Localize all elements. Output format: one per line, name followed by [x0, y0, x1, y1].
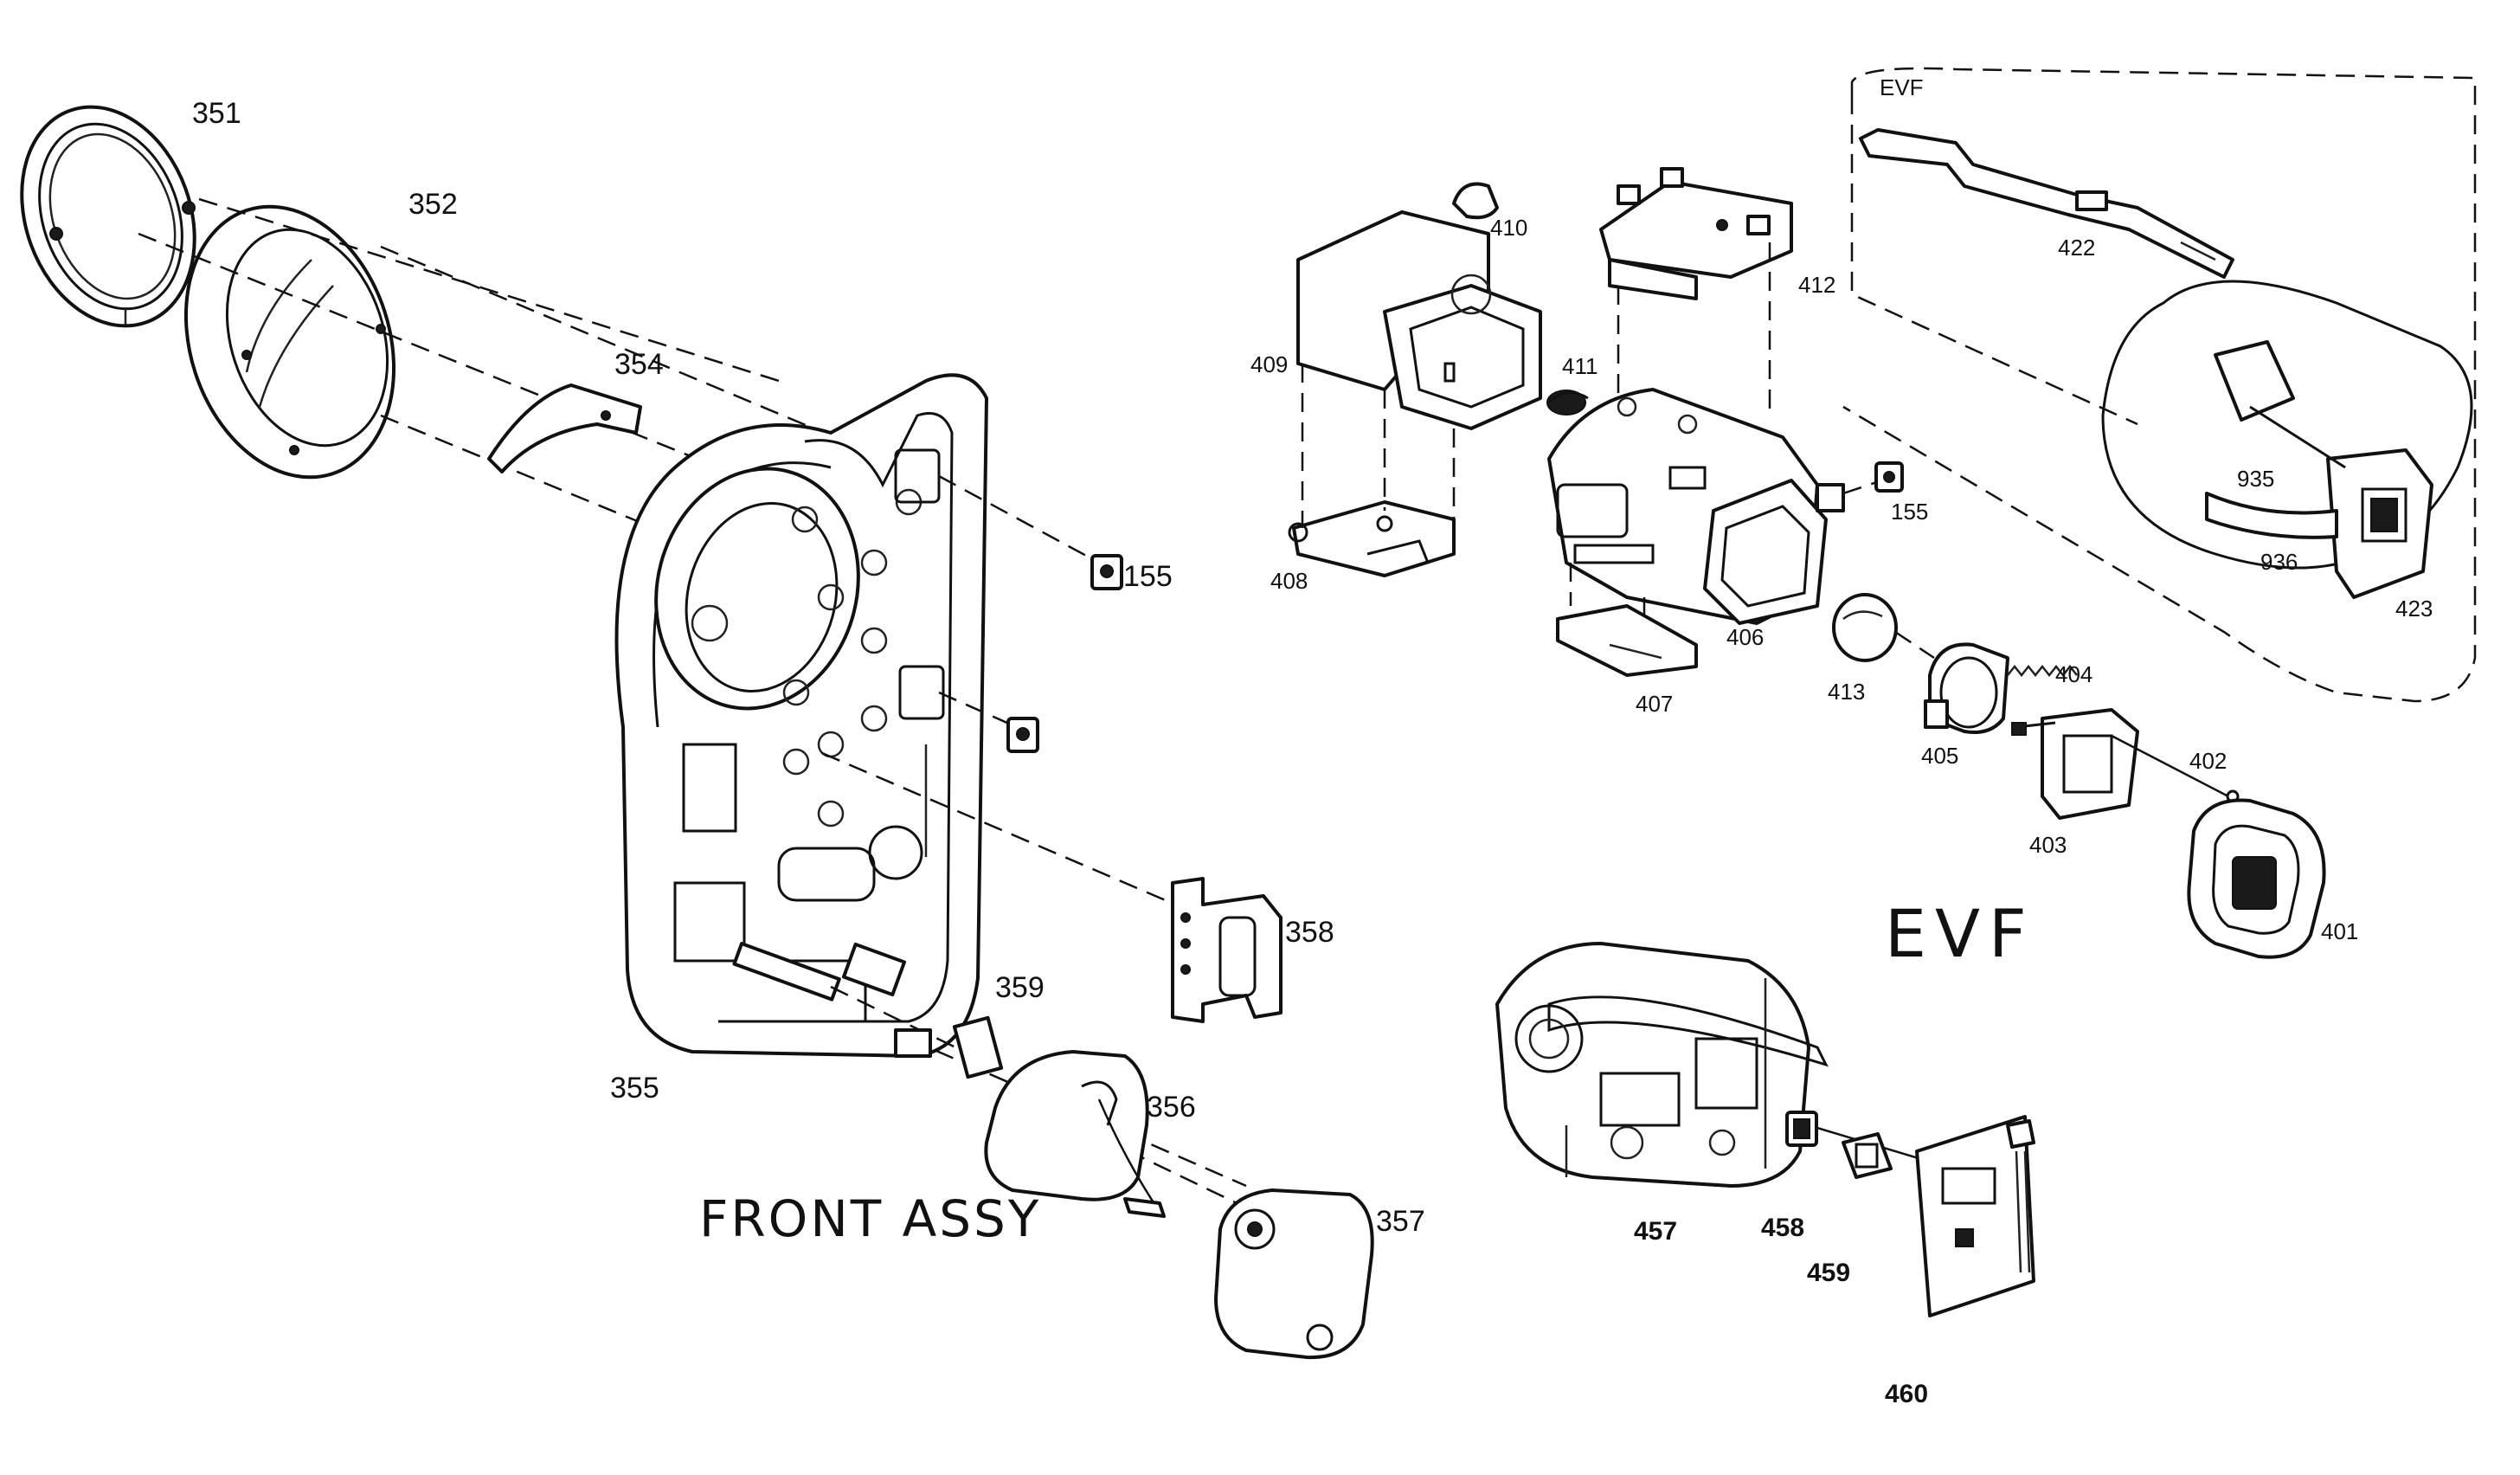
label-402: 402 — [2189, 748, 2227, 774]
part-423-lcd-module — [2101, 280, 2473, 599]
part-459-rubber — [1842, 1132, 1893, 1179]
part-355-front-body — [614, 373, 988, 1058]
part-407-plate — [1556, 604, 1698, 677]
part-460-ccd-board — [1915, 1115, 2035, 1317]
part-155-nut-front — [1090, 554, 1123, 590]
part-404-spring — [2007, 664, 2078, 678]
label-404: 404 — [2055, 661, 2092, 687]
label-352: 352 — [408, 188, 458, 221]
part-411-washer — [1546, 390, 1589, 415]
label-403: 403 — [2029, 832, 2067, 858]
label-459: 459 — [1807, 1259, 1850, 1287]
label-356: 356 — [1147, 1091, 1196, 1124]
label-460: 460 — [1885, 1380, 1928, 1408]
label-406: 406 — [1726, 624, 1764, 650]
part-412-top-bracket — [1599, 167, 1793, 300]
label-408: 408 — [1270, 568, 1308, 594]
label-407: 407 — [1636, 691, 1673, 717]
part-359-pad — [894, 1015, 1004, 1079]
part-358-bracket — [1171, 877, 1282, 1023]
label-351: 351 — [192, 97, 241, 130]
label-936: 936 — [2260, 549, 2298, 575]
part-457-ccd-block — [1495, 942, 1829, 1188]
label-423: 423 — [2395, 596, 2433, 622]
part-409-lens-housing — [1296, 210, 1542, 430]
part-351-lens-ring — [20, 105, 196, 328]
title-evf: EVF — [1885, 895, 2035, 972]
label-411: 411 — [1562, 353, 1598, 379]
part-408-base-plate — [1288, 500, 1456, 577]
label-405: 405 — [1921, 743, 1958, 769]
part-401-eyecup — [2187, 798, 2326, 959]
label-458: 458 — [1761, 1214, 1804, 1242]
label-155-front: 155 — [1123, 560, 1173, 593]
title-front-assy: FRONT ASSY — [699, 1189, 1041, 1248]
label-358: 358 — [1285, 916, 1334, 949]
part-406-evf-chassis — [1547, 388, 1845, 625]
part-356-cover — [984, 1050, 1166, 1218]
label-evf-flex: EVF — [1880, 74, 1924, 100]
part-403-eyepiece-frame — [2011, 708, 2139, 820]
label-410: 410 — [1490, 215, 1527, 241]
label-401: 401 — [2321, 918, 2358, 944]
label-412: 412 — [1798, 272, 1835, 298]
label-935: 935 — [2237, 466, 2274, 492]
part-936-ribbon — [2205, 492, 2338, 539]
part-354-bracket — [487, 383, 642, 473]
part-410-clip — [1452, 182, 1499, 220]
part-155-nut-evf — [1874, 461, 1904, 493]
label-457: 457 — [1634, 1217, 1677, 1246]
label-413: 413 — [1828, 679, 1865, 705]
part-352-lens-mount-ring — [183, 204, 396, 480]
label-409: 409 — [1250, 351, 1288, 377]
label-422: 422 — [2058, 235, 2095, 261]
part-357-grip-cap — [1214, 1188, 1374, 1360]
label-357: 357 — [1376, 1205, 1425, 1238]
part-405-lens-holder — [1924, 642, 2009, 734]
label-155-evf: 155 — [1891, 499, 1928, 525]
label-355: 355 — [610, 1072, 659, 1105]
label-354: 354 — [614, 348, 664, 381]
label-359: 359 — [995, 971, 1045, 1004]
part-155-nut-front-2 — [1006, 717, 1039, 753]
part-413-lens — [1832, 593, 1898, 662]
part-458-filter — [1785, 1111, 1818, 1147]
part-422-flex-cable — [1859, 128, 2234, 279]
